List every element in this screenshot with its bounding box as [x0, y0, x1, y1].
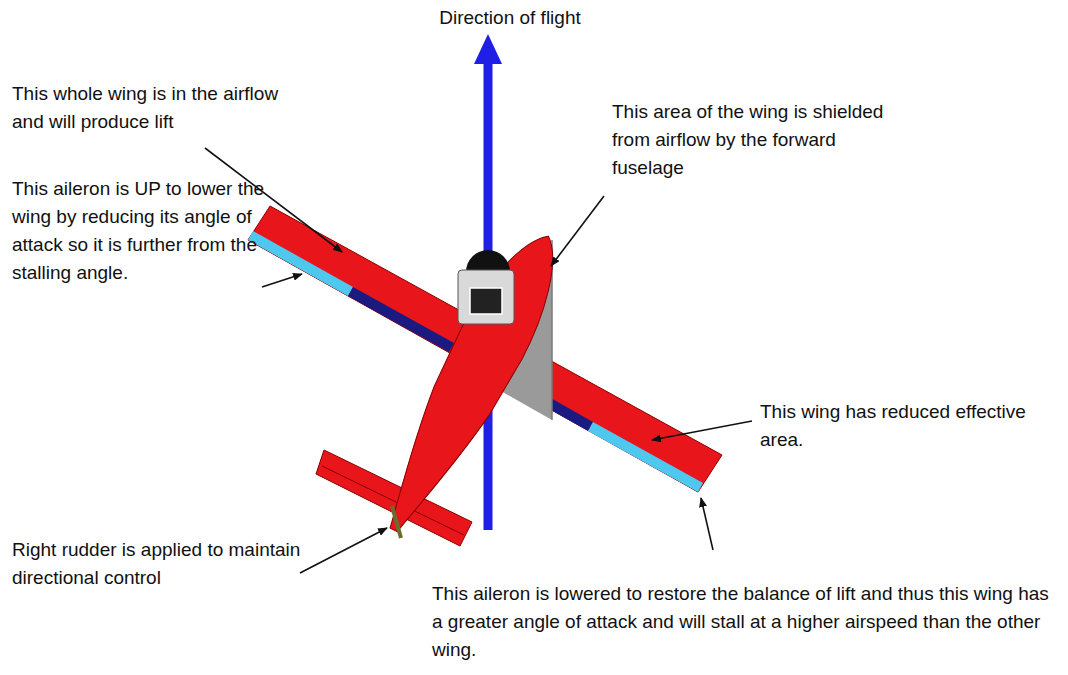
callout-text: This whole wing is in the airflow and wi…	[12, 80, 297, 136]
callout-text: This wing has reduced effective area.	[760, 398, 1050, 454]
left-flap	[348, 287, 454, 352]
leader-line	[701, 498, 713, 550]
right-aileron	[588, 422, 703, 492]
fuselage	[364, 220, 579, 545]
cockpit-panel	[470, 288, 502, 314]
heading-label: Direction of flight	[410, 4, 610, 32]
callout-text: This aileron is UP to lower the wing by …	[12, 175, 274, 287]
left-aileron	[248, 231, 353, 296]
rudder	[392, 506, 401, 538]
leader-line	[300, 528, 387, 573]
cockpit	[458, 270, 514, 324]
leader-line	[262, 274, 302, 287]
callout-text: This area of the wing is shielded from a…	[612, 98, 912, 182]
leader-line	[652, 421, 752, 440]
leader-line	[551, 196, 604, 266]
callout-text: This aileron is lowered to restore the b…	[432, 580, 1058, 664]
callout-text: Right rudder is applied to maintain dire…	[12, 536, 304, 592]
canopy	[466, 250, 510, 272]
